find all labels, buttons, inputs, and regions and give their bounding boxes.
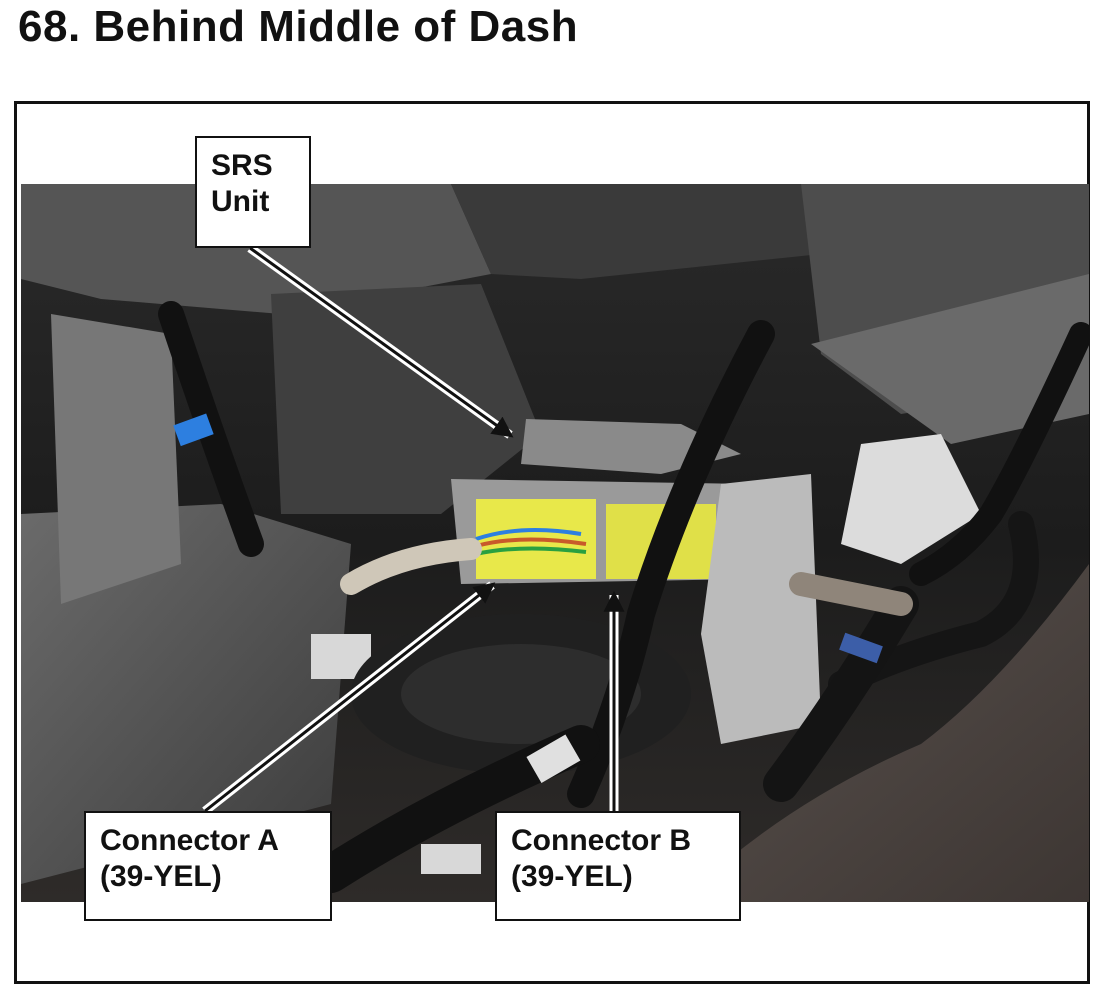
- connector-b-label-line1: Connector B: [511, 824, 691, 857]
- photo-frame: [14, 101, 1090, 984]
- connector-b-label-line2: (39-YEL): [511, 860, 633, 893]
- dash-photo: [21, 184, 1089, 902]
- srs-unit-callout: SRS Unit: [195, 136, 311, 248]
- connector-a-callout: Connector A (39-YEL): [84, 811, 332, 921]
- srs-unit-label-line2: Unit: [211, 185, 270, 218]
- connector-a-label-line2: (39-YEL): [100, 860, 222, 893]
- srs-unit-label-line1: SRS: [211, 149, 273, 182]
- connector-b-callout: Connector B (39-YEL): [495, 811, 741, 921]
- page-title: 68. Behind Middle of Dash: [18, 2, 579, 51]
- connector-a-label-line1: Connector A: [100, 824, 279, 857]
